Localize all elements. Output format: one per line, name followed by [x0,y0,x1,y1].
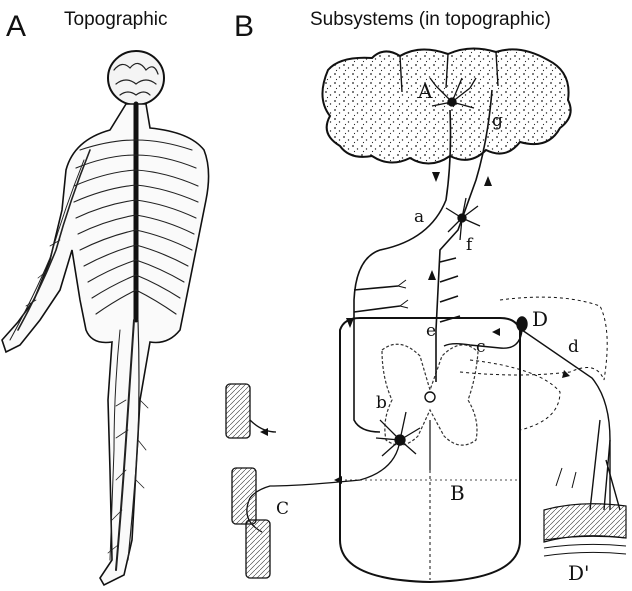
skin-receptor [544,468,626,556]
cortex-region [322,48,570,163]
label-receptor: D' [568,561,590,585]
label-motor-neuron: b [376,393,387,413]
muscle-fiber-upper [226,384,276,438]
label-interneuron: f [466,235,474,255]
nervous-system-figure [2,51,209,585]
label-collateral: c [476,337,486,357]
neural-circuit-diagram: A g a f e c D d b B C D' [226,48,626,585]
label-cortex: A [417,79,433,103]
label-motor-fiber: C [276,499,289,519]
label-spinal-cord: B [450,481,465,505]
label-descending-axon: a [414,207,424,227]
label-upper-neuron: g [492,111,503,131]
label-ganglion: D [532,307,548,331]
label-sensory-fiber: d [568,337,579,357]
interneuron [446,198,480,240]
label-entry-point: e [426,321,436,341]
muscle-fiber-lower [232,468,270,578]
